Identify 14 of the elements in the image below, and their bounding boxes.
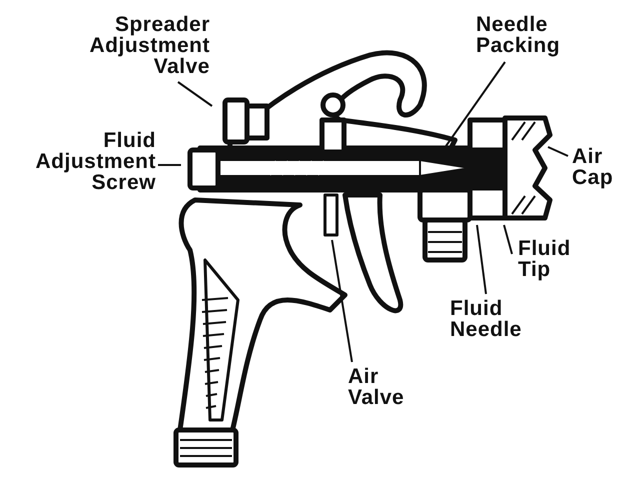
- leader-line: [503, 224, 513, 254]
- part-label: Fluid Adjustment Screw: [6, 130, 156, 193]
- part-label: Fluid Tip: [518, 238, 578, 280]
- leader-line: [548, 146, 568, 157]
- part-label: Fluid Needle: [450, 298, 550, 340]
- part-label: Spreader Adjustment Valve: [80, 14, 210, 77]
- leader-line: [445, 61, 506, 147]
- leader-line: [331, 240, 353, 362]
- leader-line: [476, 224, 487, 294]
- part-label: Air Cap: [572, 146, 632, 188]
- leader-line: [158, 164, 181, 166]
- leader-line: [177, 81, 213, 107]
- part-label: Air Valve: [348, 366, 418, 408]
- part-label: Needle Packing: [476, 14, 586, 56]
